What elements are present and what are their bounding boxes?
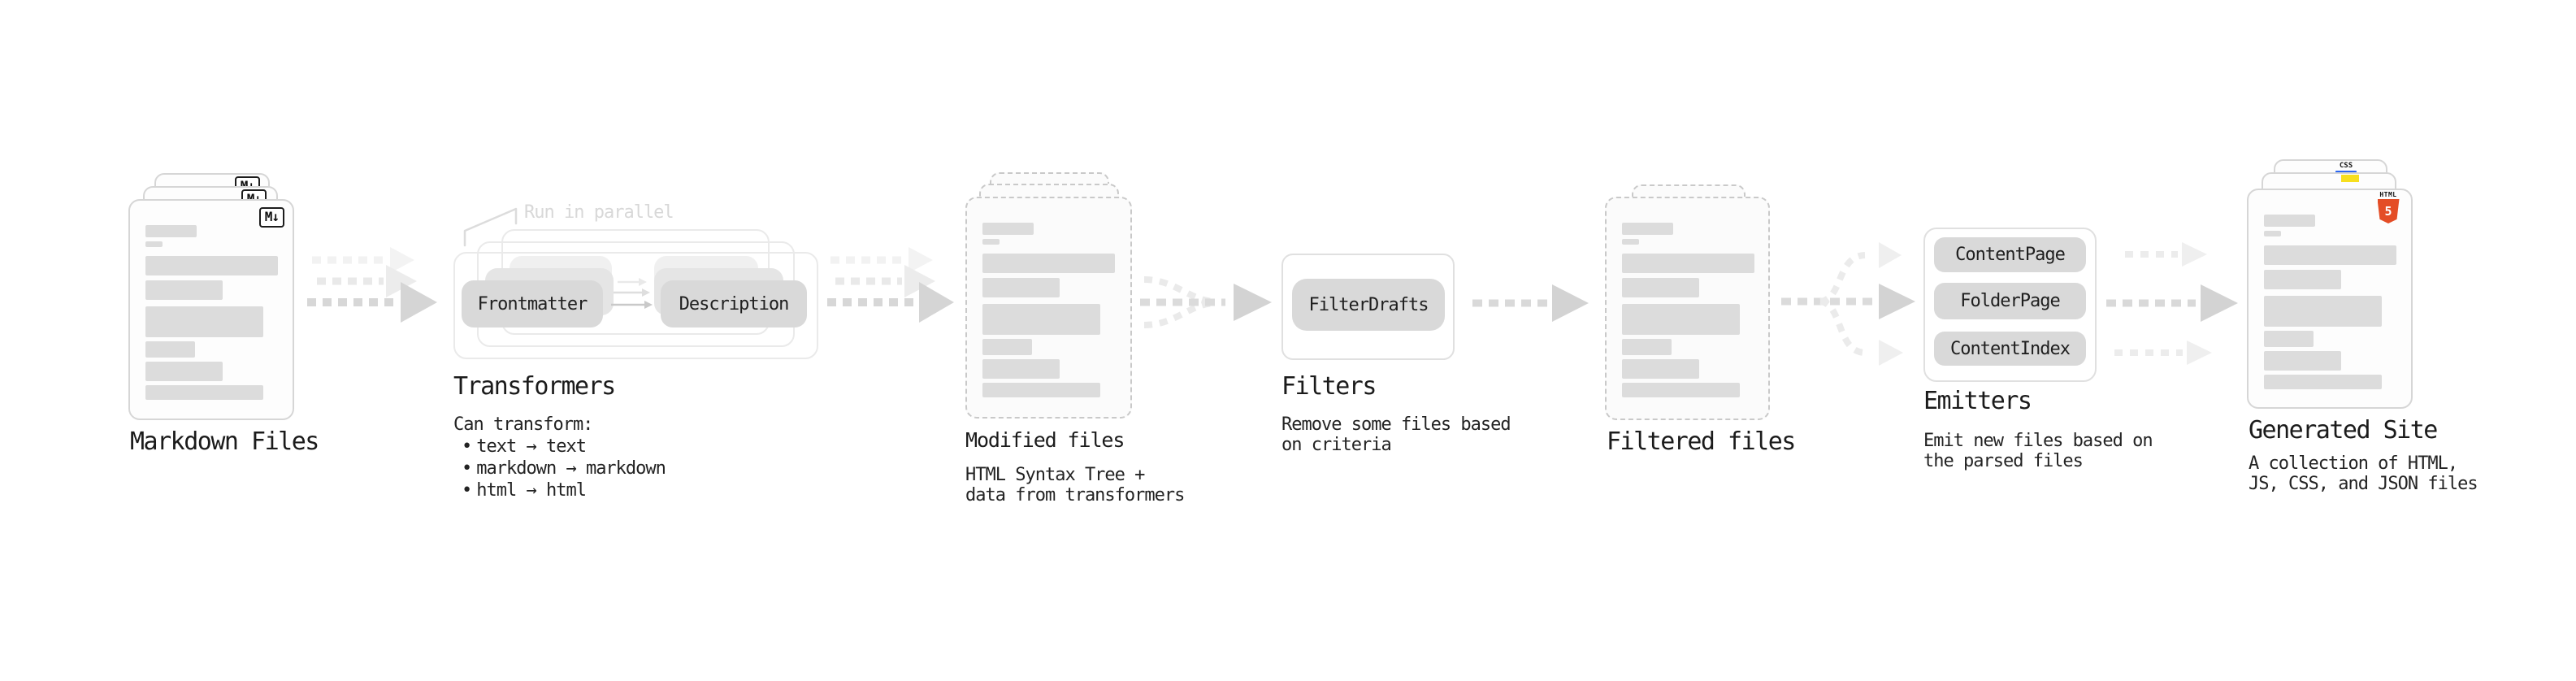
skeleton-text-line [982, 383, 1100, 397]
bullet-marker: • [462, 436, 472, 457]
stage-label-markdown-files: Markdown Files [130, 427, 319, 456]
skeleton-text-line [145, 385, 263, 400]
js-file-icon [2341, 175, 2359, 182]
skeleton-text-line [982, 339, 1032, 355]
skeleton-text-line [145, 306, 263, 337]
modified-files-stack [965, 172, 1132, 420]
skeleton-text-line [145, 256, 278, 275]
filtered-file-card-front [1605, 197, 1770, 420]
skeleton-text-line [1622, 359, 1699, 379]
description-pill-label: Description [679, 293, 790, 314]
stage-label-filtered-files: Filtered files [1607, 427, 1796, 456]
filter-drafts-pill: FilterDrafts [1292, 279, 1445, 331]
bullet-text: html → html [476, 480, 587, 501]
description-line: the parsed files [1923, 451, 2084, 471]
content-page-pill: ContentPage [1934, 237, 2086, 272]
skeleton-text-line [1622, 223, 1673, 235]
skeleton-text-line [982, 359, 1060, 379]
description-line: A collection of HTML, [2249, 453, 2458, 474]
markdown-file-card-front: M↓ [128, 199, 294, 420]
filtered-files-stack [1605, 184, 1770, 420]
description-line: JS, CSS, and JSON files [2249, 474, 2478, 494]
transformers-note-heading: Can transform: [453, 414, 593, 435]
generated-html-file-card: HTML 5 [2247, 189, 2413, 409]
content-index-pill-label: ContentIndex [1950, 338, 2071, 359]
emitters-description: Emit new files based on the parsed files [1923, 431, 2153, 471]
transform-step-arrows [611, 278, 653, 309]
folder-page-pill: FolderPage [1934, 283, 2086, 319]
stage-label-emitters: Emitters [1923, 387, 2032, 415]
stage-label-modified-files: Modified files [965, 428, 1125, 452]
stage-label-filters: Filters [1281, 372, 1377, 401]
list-item: • html → html [462, 479, 666, 501]
skeleton-text-line [1622, 339, 1672, 355]
run-in-parallel-callout-line [463, 207, 518, 247]
transformers-bullet-list: • text → text • markdown → markdown • ht… [462, 436, 666, 501]
flow-arrow-merge-into-filters [1140, 276, 1272, 328]
skeleton-text-line [982, 223, 1034, 235]
css-icon-label: CSS [2339, 162, 2353, 170]
skeleton-text-line [982, 278, 1060, 297]
skeleton-text-line [1622, 278, 1699, 297]
markdown-icon: M↓ [258, 207, 284, 228]
skeleton-text-line [145, 280, 223, 300]
list-item: • text → text [462, 436, 666, 458]
skeleton-text-line [145, 225, 197, 237]
flow-arrow-split-to-emitters [1781, 242, 1915, 366]
modified-file-card-front [965, 197, 1132, 419]
generated-site-stack: CSS HTML 5 [2247, 159, 2413, 412]
skeleton-text-line [2264, 331, 2314, 347]
filter-drafts-pill-label: FilterDrafts [1308, 294, 1429, 315]
skeleton-text-line [2264, 231, 2281, 236]
flow-arrows-emitters-to-site [2106, 242, 2238, 365]
skeleton-text-line [1622, 304, 1740, 335]
skeleton-text-line [145, 241, 163, 247]
html5-icon: HTML 5 [2376, 192, 2400, 223]
folder-page-pill-label: FolderPage [1960, 291, 2060, 311]
flow-arrow-markdown-to-transformers [307, 247, 437, 323]
bullet-text: markdown → markdown [476, 458, 666, 479]
skeleton-text-line [2264, 270, 2341, 289]
description-line: on criteria [1281, 435, 1392, 455]
html5-icon-word: HTML [2379, 191, 2397, 198]
skeleton-text-line [1622, 239, 1639, 245]
stage-label-transformers: Transformers [453, 372, 616, 401]
content-index-pill: ContentIndex [1934, 332, 2086, 366]
stage-label-generated-site: Generated Site [2249, 416, 2438, 445]
skeleton-text-line [2264, 245, 2396, 265]
flow-arrow-transformers-to-modified [827, 247, 954, 323]
description-line: HTML Syntax Tree + [965, 465, 1145, 485]
skeleton-text-line [982, 304, 1100, 335]
frontmatter-pill-label: Frontmatter [477, 293, 588, 314]
content-page-pill-label: ContentPage [1955, 245, 2066, 265]
skeleton-text-line [145, 341, 195, 358]
filters-description: Remove some files based on criteria [1281, 414, 1511, 455]
skeleton-text-line [1622, 254, 1754, 273]
skeleton-text-line [1622, 383, 1740, 397]
skeleton-text-line [982, 239, 1000, 245]
modified-files-description: HTML Syntax Tree + data from transformer… [965, 465, 1185, 505]
html5-icon-number: 5 [2384, 204, 2392, 219]
bullet-marker: • [462, 458, 472, 479]
frontmatter-pill: Frontmatter [462, 280, 603, 327]
list-item: • markdown → markdown [462, 458, 666, 479]
description-line: Emit new files based on [1923, 431, 2153, 451]
markdown-files-stack: M↓ M↓ M↓ [128, 173, 294, 421]
generated-site-description: A collection of HTML, JS, CSS, and JSON … [2249, 453, 2478, 494]
bullet-marker: • [462, 480, 472, 501]
description-line: data from transformers [965, 485, 1185, 505]
flow-arrow-filters-to-filtered [1472, 284, 1589, 322]
run-in-parallel-label: Run in parallel [524, 202, 674, 223]
transformer-frame-front [453, 252, 818, 359]
description-pill: Description [661, 280, 807, 327]
skeleton-text-line [2264, 351, 2341, 371]
skeleton-text-line [2264, 215, 2315, 227]
bullet-text: text → text [476, 436, 587, 457]
skeleton-text-line [2264, 375, 2382, 389]
skeleton-text-line [145, 362, 223, 381]
skeleton-text-line [982, 254, 1115, 273]
description-line: Remove some files based [1281, 414, 1511, 435]
skeleton-text-line [2264, 296, 2382, 327]
html5-icon-shield: 5 [2377, 199, 2400, 223]
